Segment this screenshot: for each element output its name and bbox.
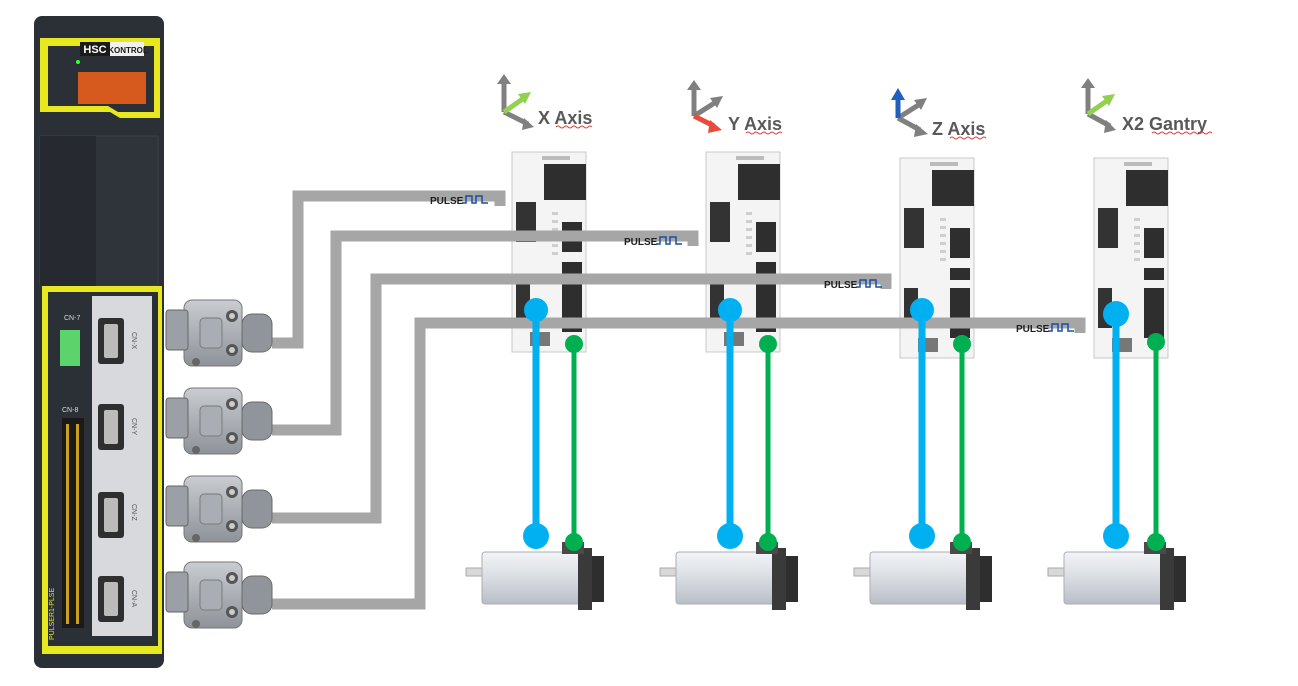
cables-x	[523, 298, 583, 551]
pulse-label-x: PULSE	[430, 195, 488, 207]
pulse-label-y: PULSE	[624, 236, 682, 248]
port-label-cn8: CN-8	[62, 407, 78, 414]
servo-drive-x2	[1093, 157, 1169, 359]
axis-label-x2: X2 Gantry	[1122, 114, 1207, 134]
controller-unit: HSC KONTROL CN-7 CN-8 CN-X CN-Y CN-Z	[34, 16, 164, 668]
axis-label-x: X Axis	[538, 108, 592, 128]
db-connector-z	[165, 475, 273, 543]
port-label-cnz: CN-Z	[130, 504, 137, 521]
axis-icon-x2	[1081, 78, 1116, 133]
pulse-cable-y	[272, 230, 699, 436]
pulse-label-x2: PULSE	[1016, 323, 1074, 335]
servo-motor-x2	[1047, 541, 1187, 611]
axis-icon-x	[497, 74, 534, 130]
controller-side-label: PULSER1-PLSE	[49, 588, 56, 640]
controller-brand-right: KONTROL	[108, 46, 148, 55]
svg-text:PULSE: PULSE	[624, 237, 658, 248]
servo-motor-y	[659, 541, 799, 611]
axis-icon-z	[891, 88, 928, 137]
port-label-cnx: CN-X	[130, 332, 137, 349]
servo-motor-x	[465, 541, 605, 611]
cables-z	[909, 298, 971, 551]
cables-y	[717, 298, 777, 551]
db-connector-a	[165, 561, 273, 629]
svg-text:PULSE: PULSE	[824, 280, 858, 291]
pulse-label-z: PULSE	[824, 279, 882, 291]
port-label-cny: CN-Y	[130, 418, 137, 435]
axis-label-z: Z Axis	[932, 119, 985, 139]
axis-label-y: Y Axis	[728, 114, 782, 134]
svg-text:PULSE: PULSE	[1016, 324, 1050, 335]
axis-icon-y	[687, 80, 723, 133]
db-connector-x	[165, 299, 273, 367]
cables-x2	[1103, 301, 1165, 551]
spellcheck-underlines	[555, 125, 1213, 140]
svg-text:PULSE: PULSE	[430, 196, 464, 207]
motor-cables	[523, 298, 1165, 551]
port-label-cn7: CN-7	[64, 315, 80, 322]
controller-brand-left: HSC	[83, 44, 106, 56]
servo-motor-z	[853, 541, 993, 611]
port-label-cna: CN-A	[130, 590, 137, 607]
db-connector-y	[165, 387, 273, 455]
